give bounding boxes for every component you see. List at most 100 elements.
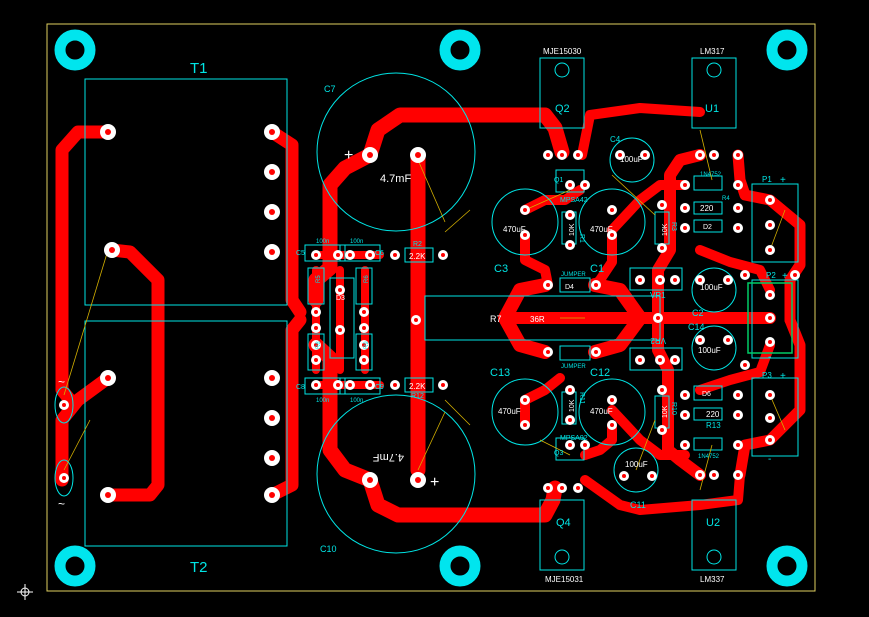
pad-hole <box>638 358 642 362</box>
u1-ref: U1 <box>705 103 719 115</box>
r8-outline <box>307 333 325 371</box>
c5-value: 100n <box>316 239 329 245</box>
c10-polarity: + <box>430 474 439 491</box>
pad-hole <box>658 278 662 282</box>
r2-ref: R2 <box>413 241 422 248</box>
c7-value: 4.7mF <box>380 173 411 185</box>
c12-value: 470uF <box>590 407 613 416</box>
p2-outline <box>751 279 799 359</box>
c9-ref: C9 <box>375 384 384 391</box>
pad-hole <box>610 398 614 402</box>
p2-highlight <box>747 282 793 354</box>
q4-ref: Q4 <box>556 517 571 529</box>
c4-ref: C4 <box>610 135 621 144</box>
pad-hole <box>768 393 772 397</box>
pad-hole <box>560 486 564 490</box>
pad-hole <box>105 129 111 135</box>
pad-hole <box>338 328 342 332</box>
p2-ref: P2 <box>766 271 776 280</box>
r9-label: R9 <box>364 341 370 349</box>
pad-hole <box>415 152 421 158</box>
pad-hole <box>336 383 340 387</box>
pad-hole <box>393 253 397 257</box>
q4-tab-hole <box>554 549 570 565</box>
pad-hole <box>583 443 587 447</box>
pad-hole <box>768 416 772 420</box>
pad-hole <box>698 473 702 477</box>
d5-part: JUMPER <box>561 364 586 370</box>
p3-minus: - <box>768 454 771 465</box>
r7-ref: R7 <box>490 314 502 324</box>
pad-hole <box>546 153 550 157</box>
c13-value: 470uF <box>498 407 521 416</box>
d1-part: 1N4752 <box>700 172 722 178</box>
d3-ref: D3 <box>336 295 345 302</box>
origin-crosshair-icon <box>17 584 33 600</box>
pad-hole <box>736 226 740 230</box>
c4-outline <box>609 137 655 183</box>
pad-hole <box>314 383 318 387</box>
c3-outline <box>491 188 559 256</box>
p1-outline <box>751 183 799 263</box>
board-outline <box>46 23 816 592</box>
pad-hole <box>660 203 664 207</box>
c2-ref: C2 <box>692 308 704 318</box>
pad-hole <box>338 288 342 292</box>
mount-hole <box>439 29 481 71</box>
c8-outline <box>304 377 346 395</box>
pad-hole <box>638 278 642 282</box>
mount-hole <box>54 545 96 587</box>
pad-hole <box>314 326 318 330</box>
pad-hole <box>610 233 614 237</box>
c1-value: 470uF <box>590 225 613 234</box>
r3-ref: R3 <box>670 222 677 231</box>
pad-hole <box>673 358 677 362</box>
u2-ref: U2 <box>706 517 720 529</box>
q1-part: MPSA42 <box>560 197 588 204</box>
t1-ref: T1 <box>190 60 208 77</box>
pad-hole <box>743 363 747 367</box>
labels: T1 T2 C7 4.7mF + C10 4.7mF + Q2 MJE15030… <box>58 47 788 584</box>
pad-hole <box>368 383 372 387</box>
pad-hole <box>314 358 318 362</box>
r10-ref: R10 <box>670 402 677 415</box>
q3-ref: Q3 <box>554 450 563 457</box>
pad-hole <box>768 223 772 227</box>
u1-outline <box>691 57 737 129</box>
q4-part: MJE15031 <box>545 575 584 584</box>
d2-part: 1N4752 <box>698 454 720 460</box>
pad-hole <box>768 293 772 297</box>
pad-hole <box>768 340 772 344</box>
d3-outline <box>329 277 355 359</box>
p3-outline <box>751 377 799 457</box>
pad-hole <box>736 153 740 157</box>
pad-hole <box>393 383 397 387</box>
pad-hole <box>568 183 572 187</box>
pad-hole <box>314 343 318 347</box>
pad-hole <box>698 153 702 157</box>
u2-outline <box>691 499 737 571</box>
c12-outline <box>578 378 646 446</box>
r1-value: 10K <box>569 223 576 236</box>
c12-ref: C12 <box>590 367 610 379</box>
c2-outline <box>691 267 737 313</box>
p1-ref: P1 <box>762 175 772 184</box>
pad-hole <box>618 153 622 157</box>
pad-hole <box>269 455 275 461</box>
d-lower-outline <box>693 437 723 451</box>
u2-tab-hole <box>706 549 722 565</box>
pad-hole <box>656 316 660 320</box>
pad-hole <box>658 358 662 362</box>
pad-hole <box>441 383 445 387</box>
p2-plus: + <box>782 271 788 282</box>
pad-hole <box>62 476 66 480</box>
d2-ref: D2 <box>703 224 712 231</box>
pad-hole <box>698 338 702 342</box>
copper-traces <box>55 103 806 523</box>
pad-hole <box>269 129 275 135</box>
vr1-ref: VR1 <box>650 291 666 300</box>
ac-input-upper <box>54 386 74 424</box>
pad-hole <box>367 477 373 483</box>
pad-hole <box>683 393 687 397</box>
